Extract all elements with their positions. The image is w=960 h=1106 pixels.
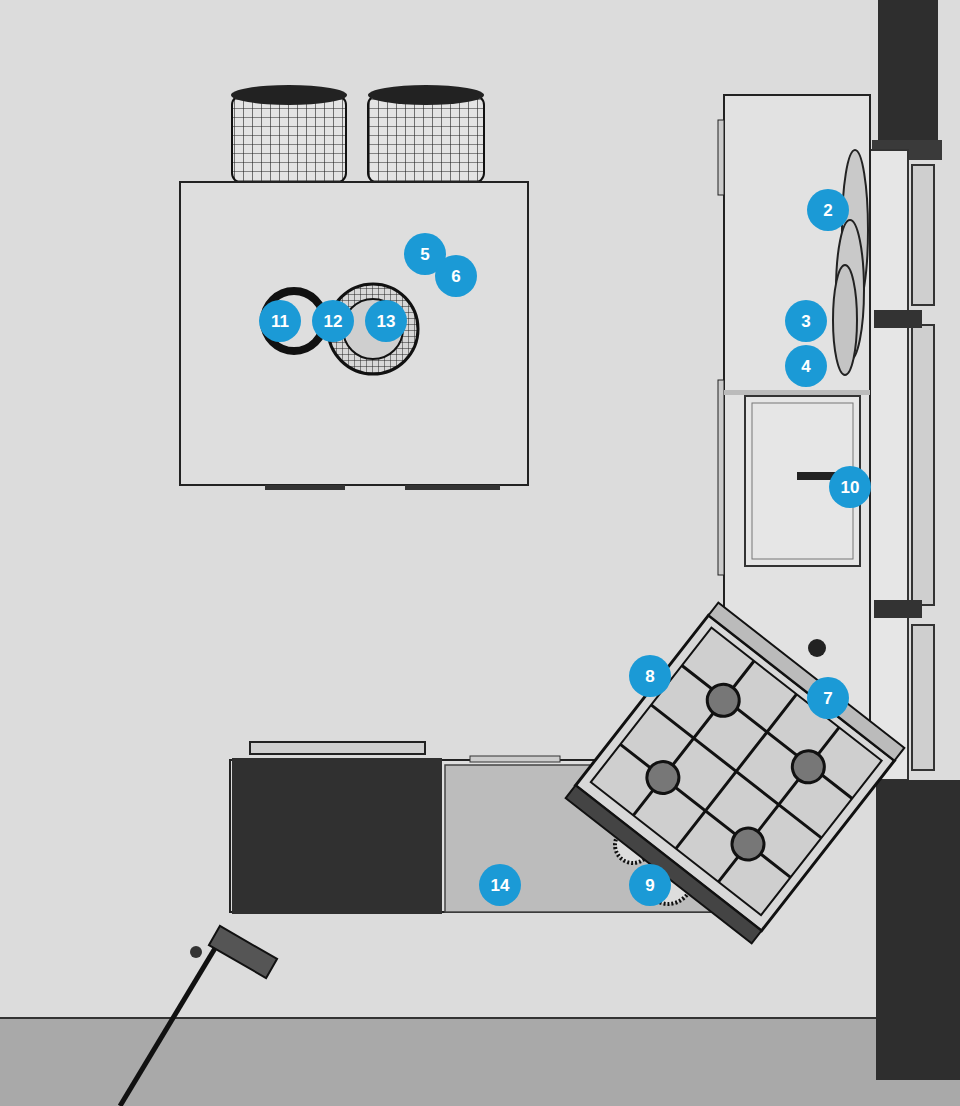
callout-number: 12 — [312, 300, 354, 342]
callout-number: 7 — [807, 677, 849, 719]
callout-number: 4 — [785, 345, 827, 387]
callout-number: 11 — [259, 300, 301, 342]
callout-number: 3 — [785, 300, 827, 342]
callout-number: 9 — [629, 864, 671, 906]
callout-number: 2 — [807, 189, 849, 231]
callout-number: 14 — [479, 864, 521, 906]
callout-number: 8 — [629, 655, 671, 697]
callout-number: 6 — [435, 255, 477, 297]
callout-number: 10 — [829, 466, 871, 508]
callout-number: 13 — [365, 300, 407, 342]
